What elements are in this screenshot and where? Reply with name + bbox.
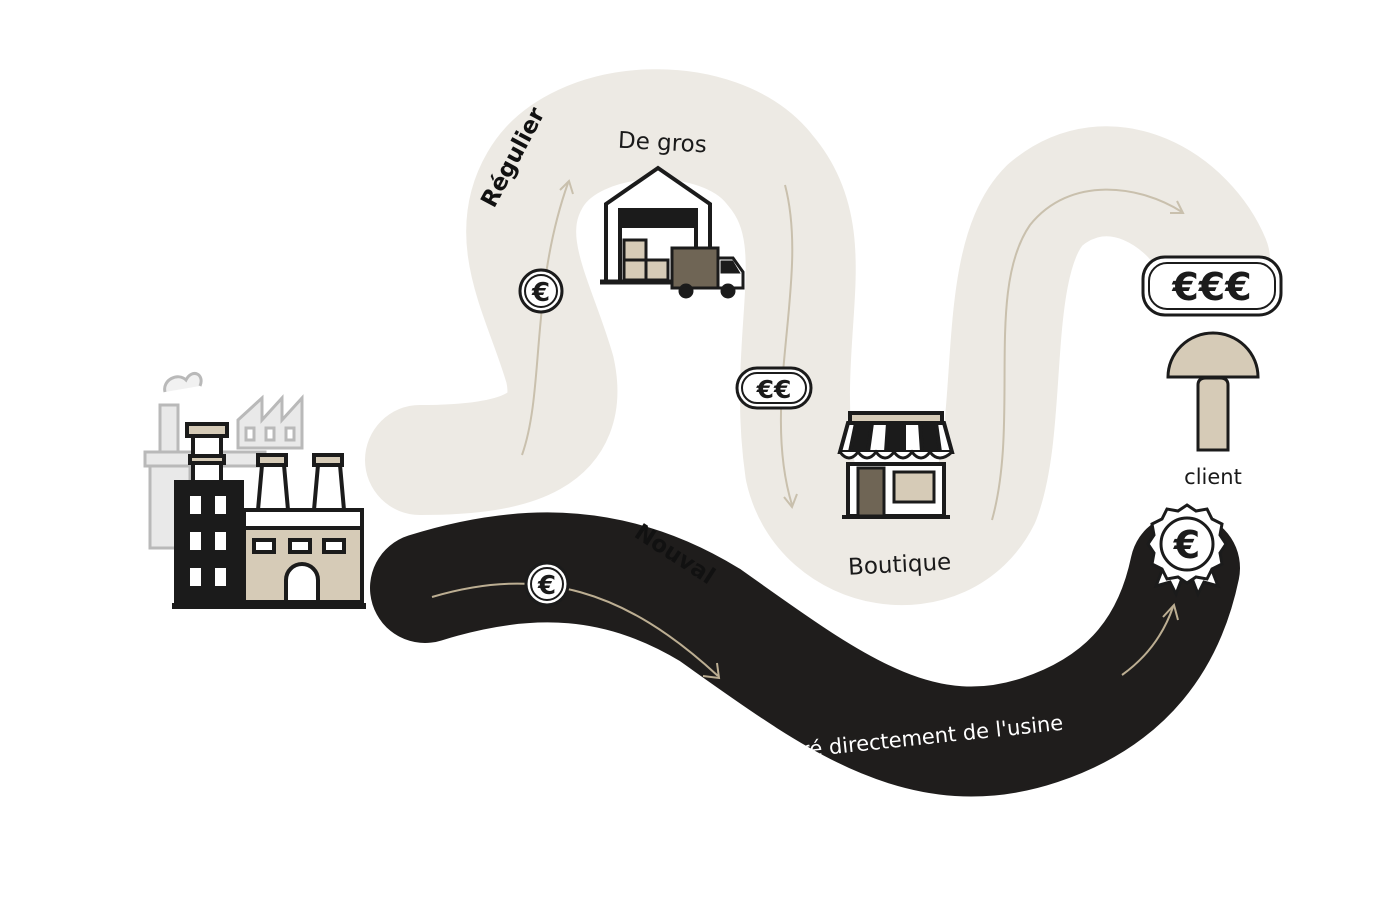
wholesale-label: De gros [617, 128, 707, 159]
euro-icon: € [537, 571, 556, 601]
direct-road [370, 512, 1240, 797]
customer-icon [1166, 331, 1260, 452]
regular-flow-arrow-2-head [783, 493, 798, 509]
delivery-truck-icon [670, 246, 745, 299]
regular-flow-arrow-2 [779, 184, 794, 506]
regular-route [365, 69, 1270, 606]
price-badge-regular-2: €€ [735, 366, 813, 410]
direct-route [370, 512, 1240, 797]
direct-flow-arrow-2-head [1162, 602, 1179, 621]
euro-icon: €€ [756, 375, 792, 404]
shop-icon [837, 411, 955, 519]
euro-icon: € [531, 278, 550, 308]
factory-icon [143, 371, 366, 609]
regular-road [365, 69, 1270, 606]
direct-flow-arrow-1-head [702, 662, 721, 680]
shop-label: Boutique [847, 549, 951, 580]
regular-flow-arrow-3 [991, 188, 1183, 521]
euro-icon: €€€ [1171, 265, 1251, 309]
direct-flow-arrow-2 [1121, 606, 1174, 676]
seal-euro-icon: € [1173, 523, 1200, 567]
direct-flow-arrow-1 [431, 582, 719, 677]
quality-seal-icon [1146, 503, 1228, 598]
regular-flow-arrow-1 [521, 182, 569, 456]
price-badge-direct-1: € [524, 561, 570, 607]
price-badge-regular-3: €€€ [1141, 255, 1283, 317]
regular-flow-arrow-3-head [1170, 200, 1185, 214]
customer-label: client [1184, 465, 1242, 489]
regular-flow-arrow-1-head [559, 179, 574, 195]
price-badge-regular-1: € [518, 268, 564, 314]
